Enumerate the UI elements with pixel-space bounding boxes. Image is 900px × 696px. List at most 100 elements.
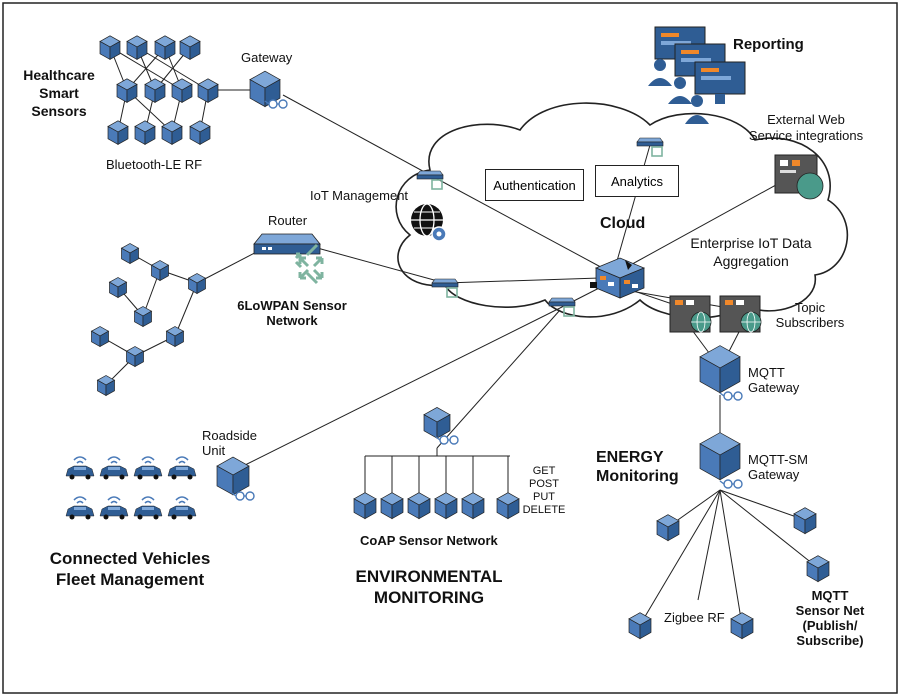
aggregation-label-line: Enterprise IoT Data (690, 235, 812, 251)
coap-method: GET (532, 465, 556, 477)
energy-monitoring-label-line: Monitoring (596, 468, 679, 485)
sensor-cube-icon (150, 260, 170, 282)
mqtt-sensor-net-label-line: (Publish/ (802, 618, 858, 633)
sensor-cube-icon (628, 612, 652, 640)
sensor-cube-icon (99, 35, 121, 60)
sensor-cube-icon (108, 277, 128, 299)
reporting-workstations-icon (648, 26, 746, 124)
gateway-glasses-icon (435, 435, 459, 445)
connected-car-icon (65, 496, 95, 520)
icon-layer (65, 35, 830, 640)
lowpan-label-line: Network (266, 313, 318, 328)
roadside-unit-icon (216, 456, 250, 496)
sensor-cube-icon (793, 507, 817, 535)
sensor-cube-icon (179, 35, 201, 60)
router-label: Router (268, 213, 308, 228)
healthcare-label: Healthcare Smart Sensors (22, 66, 96, 120)
coap-method: DELETE (522, 504, 566, 516)
network-switch-icon (636, 137, 664, 157)
authentication-box: Authentication (485, 169, 584, 201)
sensor-cube-icon (107, 120, 129, 145)
mqtt-gateway-icon (699, 345, 741, 394)
connected-car-icon (167, 456, 197, 480)
external-service-icon (774, 154, 824, 200)
coap-method: PUT (533, 491, 555, 503)
connected-car-icon (167, 496, 197, 520)
sensor-cube-icon (171, 78, 193, 103)
sensor-cube-icon (90, 326, 110, 348)
connected-vehicles-label-line: Connected Vehicles (49, 549, 211, 568)
roadside-unit-label-line: Unit (202, 443, 226, 458)
sensor-cube-icon (125, 346, 145, 368)
sensor-cube-icon (96, 375, 116, 397)
reporting-label: Reporting (733, 36, 804, 53)
sensor-cube-icon (353, 492, 377, 520)
sensor-cube-icon (461, 492, 485, 520)
healthcare-label-line: Sensors (31, 103, 87, 119)
connected-car-icon (99, 456, 129, 480)
sensor-cube-icon (380, 492, 404, 520)
aggregation-label: Enterprise IoT Data Aggregation (676, 234, 826, 270)
bluetooth-label: Bluetooth-LE RF (106, 157, 203, 172)
router-icon (253, 233, 324, 285)
mqtt-sensor-net-label-line: MQTT (811, 588, 849, 603)
environmental-monitoring-label-line: MONITORING (373, 588, 485, 607)
external-service-label: External Web Service integrations (741, 112, 871, 144)
network-switch-icon (431, 278, 459, 298)
gateway-glasses-icon (231, 491, 255, 501)
mqtt-sensor-net-label-line: Subscribe) (796, 633, 864, 648)
coap-methods-label: GET POST PUT DELETE (517, 465, 571, 517)
connected-car-icon (133, 496, 163, 520)
coap-gateway-icon (423, 407, 451, 439)
sensor-cube-icon (154, 35, 176, 60)
connected-car-icon (65, 456, 95, 480)
topic-subscriber-icon (719, 295, 762, 333)
topic-subscribers-label: Topic Subscribers (765, 300, 855, 330)
mqtt-sm-gateway-label: MQTT-SM Gateway (748, 452, 808, 482)
mqtt-gateway-label-line: MQTT (748, 365, 785, 380)
energy-monitoring-label: ENERGY Monitoring (596, 448, 679, 486)
healthcare-label-line: Healthcare (23, 67, 95, 83)
sensor-cube-icon (144, 78, 166, 103)
connected-vehicles-label: Connected Vehicles Fleet Management (30, 548, 230, 590)
sensor-cube-icon (189, 120, 211, 145)
gateway-glasses-icon (719, 391, 743, 401)
sensor-cube-icon (133, 306, 153, 328)
gateway-glasses-icon (719, 479, 743, 489)
external-service-label-line: External Web (767, 112, 845, 127)
mqtt-gateway-label-line: Gateway (748, 380, 800, 395)
connected-car-icon (99, 496, 129, 520)
sensor-cube-icon (730, 612, 754, 640)
mqtt-sm-gateway-label-line: Gateway (748, 467, 800, 482)
mqtt-sm-gateway-icon (699, 432, 741, 481)
topic-subscriber-icon (669, 295, 712, 333)
sensor-cube-icon (187, 273, 207, 295)
sensor-cube-icon (116, 78, 138, 103)
mqtt-sensor-net-label-line: Sensor Net (795, 603, 865, 618)
healthcare-label-line: Smart (39, 85, 79, 101)
mqtt-sm-gateway-label-line: MQTT-SM (748, 452, 808, 467)
globe-gear-icon (411, 203, 447, 242)
arrow-head (625, 260, 632, 270)
energy-monitoring-label-line: ENERGY (596, 449, 664, 466)
network-switch-icon (548, 297, 576, 317)
environmental-monitoring-label-line: ENVIRONMENTAL (355, 567, 503, 586)
gateway-cube-icon (249, 70, 281, 108)
zigbee-label: Zigbee RF (664, 610, 725, 625)
analytics-box: Analytics (595, 165, 679, 197)
sensor-cube-icon (197, 78, 219, 103)
connected-car-icon (133, 456, 163, 480)
mqtt-gateway-label: MQTT Gateway (748, 365, 799, 395)
external-service-label-line: Service integrations (748, 128, 864, 143)
topic-subscribers-label-line: Topic (794, 300, 826, 315)
cloud-label: Cloud (600, 215, 646, 232)
sensor-cube-icon (434, 492, 458, 520)
network-switch-icon (416, 170, 444, 190)
sensor-cube-icon (126, 35, 148, 60)
sensor-cube-icon (407, 492, 431, 520)
gateway-label: Gateway (241, 50, 293, 65)
aggregation-server-icon (590, 257, 646, 299)
connected-vehicles-label-line: Fleet Management (55, 570, 205, 589)
lowpan-label: 6LoWPAN Sensor Network (222, 298, 362, 328)
